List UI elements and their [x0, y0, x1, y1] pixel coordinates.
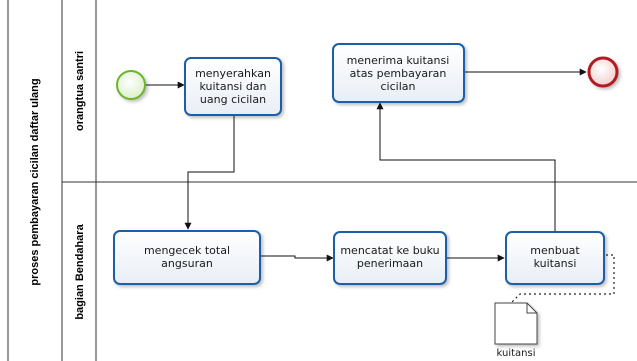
start-event-circle [116, 70, 146, 100]
task-label-line: menerima kuitansi [347, 54, 450, 67]
flow-mengecek-to-mencatat [260, 254, 334, 262]
pool: proses pembayaran cicilan daftar ulang o… [7, 0, 637, 361]
task-box [333, 231, 447, 285]
task-box [184, 57, 282, 116]
flow-membuat-to-menerima [376, 102, 556, 232]
pool-title: proses pembayaran cicilan daftar ulang [29, 78, 41, 285]
start-event [116, 70, 146, 100]
lane-label-orangtua-santri: orangtua santri [74, 51, 86, 131]
document-fold [526, 303, 537, 314]
data-object-kuitansi[interactable]: kuitansi [494, 302, 538, 359]
task-label-line: mencatat ke buku [340, 244, 439, 257]
document-icon [494, 302, 538, 345]
end-event [587, 56, 619, 88]
task-menyerahkan[interactable]: menyerahkan kuitansi dan uang cicilan [184, 57, 282, 116]
task-mencatat[interactable]: mencatat ke buku penerimaan [333, 231, 447, 285]
task-label-line: angsuran [161, 257, 213, 270]
task-box [113, 230, 261, 285]
task-membuat[interactable]: menbuat kuitansi [505, 231, 605, 285]
task-label-line: uang cicilan [200, 93, 266, 106]
flow-menyerahkan-to-mengecek [184, 115, 235, 230]
task-box [505, 231, 605, 285]
end-event-circle [587, 56, 619, 88]
task-label-line: kuitansi dan [199, 80, 266, 93]
data-association [510, 254, 615, 304]
task-label-line: penerimaan [357, 257, 423, 270]
task-label-line: kuitansi [534, 257, 577, 270]
task-label-line: cicilan [381, 80, 416, 93]
task-menerima[interactable]: menerima kuitansi atas pembayaran cicila… [332, 43, 465, 103]
task-label-line: menbuat [530, 244, 580, 257]
task-label-line: atas pembayaran [350, 67, 447, 80]
task-label-line: mengecek total [144, 244, 230, 257]
task-box [332, 43, 465, 103]
lane-label-bagian-bendahara: bagian Bendahara [74, 223, 86, 319]
data-object-label: kuitansi [497, 348, 536, 359]
sequence-flows [146, 68, 587, 262]
task-label-line: menyerahkan [195, 67, 271, 80]
task-mengecek[interactable]: mengecek total angsuran [113, 230, 261, 285]
